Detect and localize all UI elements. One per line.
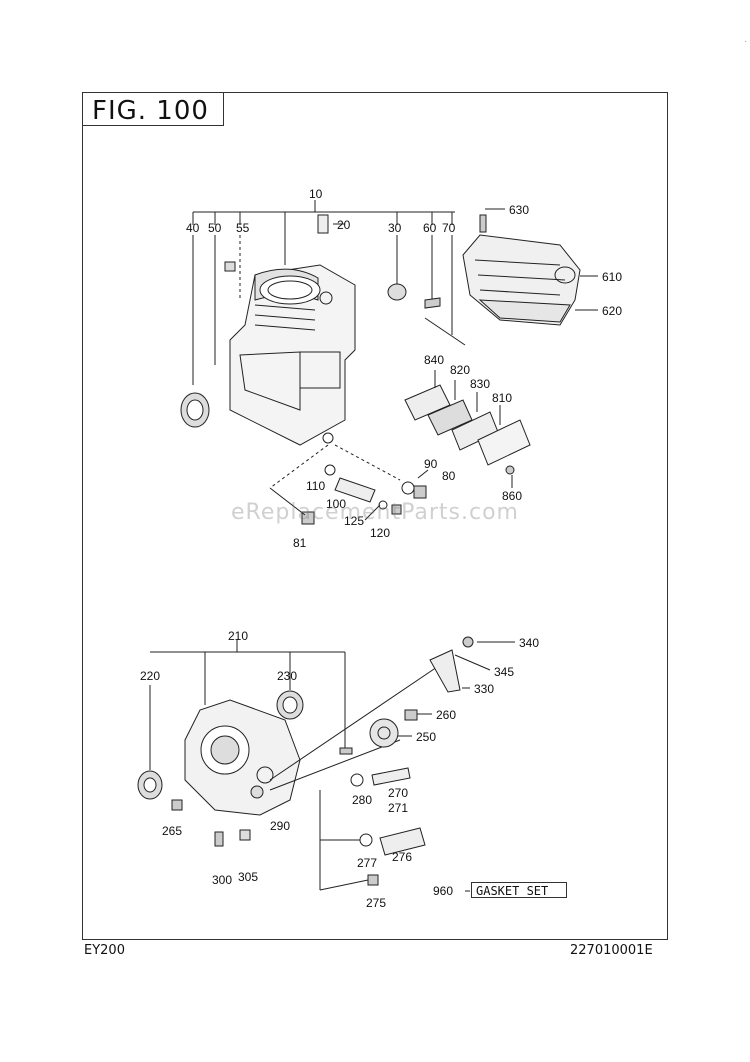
model-label: EY200 <box>84 943 125 958</box>
part-number-270: 270 <box>388 786 408 800</box>
part-number-210: 210 <box>228 629 248 643</box>
part-number-230: 230 <box>277 669 297 683</box>
part-number-260: 260 <box>436 708 456 722</box>
part-number-340: 340 <box>519 636 539 650</box>
part-number-80: 80 <box>442 469 456 483</box>
part-number-290: 290 <box>270 819 290 833</box>
part-number-300: 300 <box>212 873 232 887</box>
part-number-840: 840 <box>424 353 444 367</box>
part-number-250: 250 <box>416 730 436 744</box>
part-number-20: 20 <box>337 218 351 232</box>
part-number-345: 345 <box>494 665 514 679</box>
part-number-220: 220 <box>140 669 160 683</box>
part-number-280: 280 <box>352 793 372 807</box>
document-number: 227010001E <box>570 943 653 958</box>
part-number-120: 120 <box>370 526 390 540</box>
part-number-960: 960 <box>433 884 453 898</box>
part-number-10: 10 <box>309 187 323 201</box>
part-number-81: 81 <box>293 536 307 550</box>
diagram-frame <box>82 92 668 940</box>
part-number-330: 330 <box>474 682 494 696</box>
part-number-125: 125 <box>344 514 364 528</box>
part-number-100: 100 <box>326 497 346 511</box>
part-number-305: 305 <box>238 870 258 884</box>
part-number-830: 830 <box>470 377 490 391</box>
part-number-271: 271 <box>388 801 408 815</box>
part-number-276: 276 <box>392 850 412 864</box>
part-number-810: 810 <box>492 391 512 405</box>
part-number-860: 860 <box>502 489 522 503</box>
figure-label: FIG. 100 <box>82 92 224 126</box>
part-number-265: 265 <box>162 824 182 838</box>
part-number-50: 50 <box>208 221 222 235</box>
part-number-55: 55 <box>236 221 250 235</box>
part-number-110: 110 <box>306 479 325 493</box>
corner-mark: · <box>744 36 748 47</box>
part-number-30: 30 <box>388 221 402 235</box>
part-number-90: 90 <box>424 457 438 471</box>
part-number-630: 630 <box>509 203 529 217</box>
part-number-820: 820 <box>450 363 470 377</box>
watermark: eReplacementParts.com <box>231 500 519 525</box>
part-number-40: 40 <box>186 221 200 235</box>
part-number-70: 70 <box>442 221 456 235</box>
part-number-60: 60 <box>423 221 437 235</box>
part-number-620: 620 <box>602 304 622 318</box>
part-number-610: 610 <box>602 270 622 284</box>
part-number-275: 275 <box>366 896 386 910</box>
gasket-set-label: GASKET SET <box>471 882 567 898</box>
part-number-277: 277 <box>357 856 377 870</box>
